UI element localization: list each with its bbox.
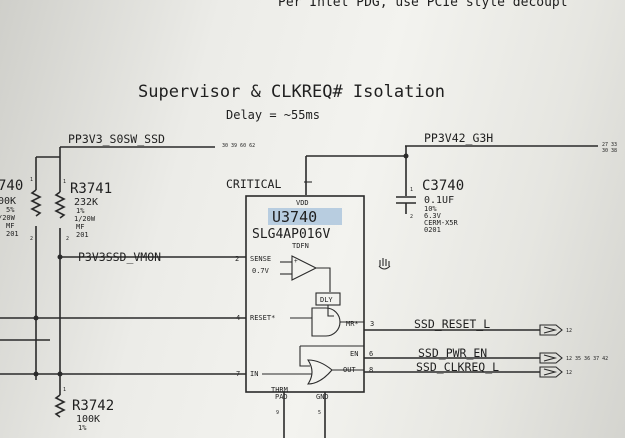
net-reset: SSD_RESET_L: [414, 317, 490, 331]
offpage-clkreq-ref: 12: [566, 370, 572, 376]
junction-in: [57, 371, 63, 377]
pin-in-label: IN: [250, 370, 258, 378]
pin-gb-number: 5: [318, 410, 321, 416]
net-pp3v42-refs-bot: 30 38: [602, 148, 617, 154]
resistor-r3742-symbol: [54, 394, 66, 418]
pin-sense-label: SENSE: [250, 255, 271, 263]
header-note: Per Intel PDG, use PCIe style decoupl: [278, 0, 568, 10]
rleft-tol: 5%: [6, 206, 15, 214]
net-pp3v42-refs-top: 27 33: [602, 142, 617, 148]
r3742-refdes: R3742: [72, 398, 114, 414]
ic-vdd-label: VDD: [296, 199, 309, 207]
offpage-arrow-pwr-en: [543, 354, 558, 362]
offpage-reset-ref: 12: [566, 328, 572, 334]
rleft-size: 201: [6, 230, 19, 238]
r3741-tol: 1%: [76, 207, 85, 215]
r3742-value: 100K: [76, 414, 100, 425]
comparator-symbol: [291, 255, 318, 281]
c3740-pin1: 1: [410, 187, 413, 193]
c3740-refdes: C3740: [422, 178, 464, 194]
rleft-power: /20W: [0, 214, 16, 222]
pin-en-number: 6: [369, 350, 373, 358]
offpage-pwr-en-ref: 12 35 36 37 42: [566, 356, 608, 362]
critical-label: CRITICAL: [226, 177, 281, 191]
junction-in-left: [33, 371, 39, 377]
r3741-refdes: R3741: [70, 181, 112, 197]
wire-en-to-gate: [299, 346, 310, 367]
pad-label: PAD: [275, 393, 288, 401]
ic-part-number: SLG4AP016V: [252, 227, 330, 242]
pin-sense-number: 2: [235, 255, 239, 263]
ic-refdes: U3740: [272, 208, 317, 226]
wire-ground-pins: [283, 392, 326, 438]
rleft-pin2: 2: [30, 236, 33, 242]
offpage-arrow-reset: [543, 326, 558, 334]
net-pp3v3-refs: 30 39 60 62: [222, 143, 255, 149]
rleft-pin1: 1: [30, 177, 33, 183]
pin-out-label: OUT: [343, 366, 356, 374]
thermal-label: THRM: [271, 386, 288, 394]
gnd-label: GND: [316, 393, 329, 401]
net-pp3v42: PP3V42_G3H: [424, 131, 493, 145]
rleft-type: MF: [6, 222, 14, 230]
c3740-value: 0.1UF: [424, 195, 454, 206]
r3741-pin2: 2: [66, 236, 69, 242]
r3741-power: 1/20W: [74, 215, 96, 223]
offpage-connector-reset: [539, 324, 563, 336]
diagram-title: Supervisor & CLKREQ# Isolation: [138, 82, 445, 102]
r3741-size: 201: [76, 231, 89, 239]
c3740-pin2: 2: [410, 214, 413, 220]
vref-label: 0.7V: [252, 267, 270, 275]
offpage-arrow-clkreq: [543, 368, 558, 376]
ic-package: TDFN: [292, 242, 309, 250]
comparator-plus: +: [294, 258, 298, 265]
r3742-tol: 1%: [78, 424, 87, 432]
c3740-type: CERM-X5R: [424, 219, 459, 227]
pin-reset-label: RESET*: [250, 314, 275, 322]
pin-out-number: 8: [369, 366, 373, 374]
delay-label: DLY: [320, 296, 333, 304]
and-gate-reset: [311, 307, 341, 337]
junction-reset: [33, 315, 39, 321]
net-pp3v3: PP3V3_S0SW_SSD: [68, 132, 165, 146]
rleft-refdes: 740: [0, 178, 23, 194]
r3741-pin1: 1: [63, 179, 66, 185]
net-vmon: P3V3SSD_VMON: [78, 250, 161, 264]
pin-mr-label: MR*: [346, 320, 359, 328]
junction-vdd: [403, 153, 409, 159]
r3741-value: 232K: [74, 197, 98, 208]
pin-en-label: EN: [350, 350, 358, 358]
ic-u3740-body: [245, 195, 365, 393]
offpage-connector-clkreq: [539, 366, 563, 378]
c3740-voltage: 6.3V: [424, 212, 442, 220]
rleft-value: 00K: [0, 196, 16, 207]
r3741-type: MF: [76, 223, 84, 231]
resistor-left-symbol: [30, 189, 42, 217]
c3740-tol: 10%: [424, 205, 437, 213]
net-pwr-en: SSD_PWR_EN: [418, 346, 487, 360]
resistor-r3741-symbol: [54, 191, 66, 219]
c3740-size: 0201: [424, 226, 441, 234]
r3742-pin1: 1: [63, 387, 66, 393]
or-gate-clkreq: [306, 359, 333, 385]
pin-ga-number: 9: [276, 410, 279, 416]
net-clkreq: SSD_CLKREQ_L: [416, 360, 499, 374]
diagram-subtitle: Delay = ~55ms: [226, 108, 320, 122]
refdes-highlight: [268, 208, 342, 225]
wire-comp-out: [316, 267, 331, 292]
pin-mr-number: 3: [370, 320, 374, 328]
offpage-connector-pwr-en: [539, 352, 563, 364]
hand-cursor-icon: [378, 258, 391, 270]
capacitor-c3740-symbol: [396, 196, 416, 204]
